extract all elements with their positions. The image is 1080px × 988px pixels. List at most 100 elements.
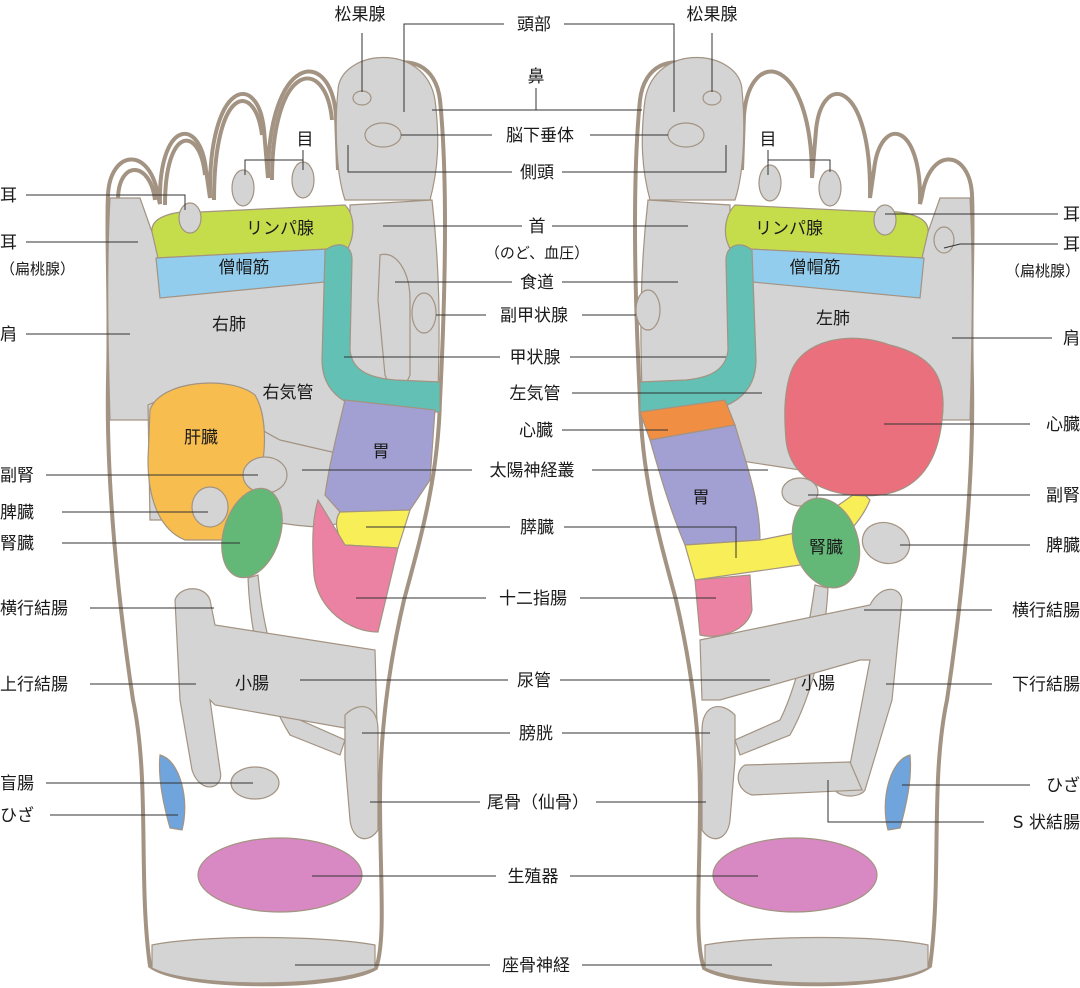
left-bladder-zone <box>344 706 379 840</box>
label-left-ascending-colon: 上行結腸 <box>0 675 68 695</box>
label-right-ear2: 耳 <box>1063 235 1080 255</box>
left-sciatic-zone <box>151 936 376 984</box>
right-inner-lung: 左肺 <box>816 309 850 329</box>
left-inner-lung: 右肺 <box>212 315 246 335</box>
label-right-transverse-colon: 横行結腸 <box>1012 601 1080 621</box>
label-neck-sub: （のど、血圧） <box>485 244 589 262</box>
right-pituitary-oval <box>667 122 705 148</box>
left-kidney-oval <box>221 487 283 579</box>
left-inner-small-intestine: 小腸 <box>235 674 269 694</box>
left-spleen-oval <box>191 486 229 528</box>
label-parathyroid: 副甲状腺 <box>500 306 568 326</box>
label-ureter: 尿管 <box>517 671 551 691</box>
right-inner-stomach: 胃 <box>693 488 710 508</box>
label-sciatic: 座骨神経 <box>502 956 570 976</box>
label-temple: 側頭 <box>520 163 554 183</box>
left-esophagus-zone <box>321 244 441 413</box>
label-left-eye: 目 <box>297 130 314 150</box>
label-left-knee: ひざ <box>0 805 34 826</box>
label-right-heart: 心臓 <box>1046 415 1080 435</box>
right-inner-lymph: リンパ腺 <box>755 219 823 239</box>
left-lymph-zone <box>151 204 354 259</box>
label-right-descending-colon: 下行結腸 <box>1012 675 1080 695</box>
left-inner-stomach: 胃 <box>373 442 390 462</box>
label-pituitary: 脳下垂体 <box>506 126 574 146</box>
right-pineal-dot <box>702 90 722 106</box>
label-right-eye: 目 <box>760 130 777 150</box>
right-ear-toe-dot <box>873 204 897 236</box>
label-left-bronchus: 左気管 <box>510 384 561 404</box>
label-nose: 鼻 <box>528 67 545 87</box>
label-right-shoulder: 肩 <box>1063 329 1080 349</box>
label-left-transverse-colon: 横行結腸 <box>0 599 68 619</box>
right-duodenum-zone <box>694 574 753 637</box>
right-bladder-zone <box>701 706 736 840</box>
label-genital: 生殖器 <box>508 867 559 887</box>
label-bladder: 膀胱 <box>519 724 553 744</box>
right-heart-zone <box>784 337 944 497</box>
left-genital-oval <box>197 837 363 913</box>
right-side-labels: 松果腺 目 耳 耳 （扁桃腺） 肩 心臓 副腎 脾臓 横行結腸 下行結腸 ひざ … <box>687 5 1080 833</box>
label-thyroid: 甲状腺 <box>510 348 561 368</box>
label-heart-center: 心臓 <box>519 421 553 441</box>
label-right-sigmoid-colon: S 状結腸 <box>1013 813 1080 833</box>
label-solar-plexus: 太陽神経叢 <box>490 461 575 481</box>
right-inner-kidney: 腎臓 <box>809 538 843 558</box>
right-sciatic-zone <box>704 936 929 984</box>
label-right-ear2-sub: （扁桃腺） <box>1005 262 1080 280</box>
label-right-spleen: 脾臓 <box>1046 536 1080 556</box>
label-left-ear2-sub: （扁桃腺） <box>0 260 75 278</box>
label-neck: 首 <box>529 217 546 237</box>
left-inner-lymph: リンパ腺 <box>246 219 314 239</box>
right-inner-trapezius: 僧帽筋 <box>790 258 841 278</box>
label-right-ear: 耳 <box>1063 205 1080 225</box>
label-right-pineal: 松果腺 <box>687 5 738 25</box>
right-knee-zone <box>884 754 912 831</box>
label-right-knee: ひざ <box>1046 775 1080 796</box>
left-pancreas-zone <box>335 509 411 549</box>
label-left-shoulder: 肩 <box>0 325 17 345</box>
left-inner-bronchus: 右気管 <box>263 383 314 403</box>
right-kidney-oval <box>791 497 861 589</box>
left-knee-zone <box>158 754 186 831</box>
right-sigmoid-zone <box>737 761 863 796</box>
right-eye-toe-dot-2 <box>818 169 842 207</box>
label-coccyx: 尾骨（仙骨） <box>487 793 589 813</box>
right-genital-oval <box>712 837 878 913</box>
left-eye-toe-dot-1 <box>231 169 255 207</box>
left-side-labels: 松果腺 目 耳 耳 （扁桃腺） 肩 副腎 脾臓 腎臓 横行結腸 上行結腸 盲腸 … <box>0 5 386 826</box>
left-pituitary-oval <box>364 122 402 148</box>
right-foot-inner-labels: リンパ腺 僧帽筋 左肺 胃 腎臓 小腸 <box>693 219 851 694</box>
center-labels: 頭部 鼻 脳下垂体 側頭 首 （のど、血圧） 食道 副甲状腺 甲状腺 左気管 心… <box>485 15 589 976</box>
left-inner-liver: 肝臓 <box>184 428 218 448</box>
label-left-pineal: 松果腺 <box>335 5 386 25</box>
right-inner-small-intestine: 小腸 <box>801 674 835 694</box>
right-eye-toe-dot-1 <box>758 164 782 202</box>
leader-lines <box>26 23 1058 966</box>
left-duodenum-zone <box>312 498 399 633</box>
right-intestine-zone <box>699 588 903 797</box>
left-foot <box>105 56 447 987</box>
right-esophagus-zone <box>639 244 757 413</box>
right-parathyroid-dot <box>635 289 661 331</box>
label-left-ear2: 耳 <box>0 233 17 253</box>
label-head: 頭部 <box>517 15 551 35</box>
label-left-ear: 耳 <box>0 186 17 206</box>
right-ear2-toe-dot <box>933 226 955 254</box>
left-parathyroid-dot <box>411 292 437 334</box>
label-left-adrenal: 副腎 <box>0 466 34 486</box>
left-inner-trapezius: 僧帽筋 <box>219 258 270 278</box>
label-left-spleen: 脾臓 <box>0 503 34 523</box>
label-left-kidney: 腎臓 <box>0 534 34 554</box>
label-pancreas: 膵臓 <box>520 518 554 538</box>
left-pineal-dot <box>352 90 372 106</box>
label-right-adrenal: 副腎 <box>1046 486 1080 506</box>
right-adrenal-oval <box>781 477 819 507</box>
left-toe-outline <box>116 76 334 206</box>
label-left-cecum: 盲腸 <box>0 774 34 794</box>
left-foot-inner-labels: リンパ腺 僧帽筋 右肺 右気管 肝臓 胃 小腸 <box>184 219 390 694</box>
right-foot <box>633 56 975 987</box>
label-duodenum: 十二指腸 <box>499 589 567 609</box>
left-ear-toe-dot <box>178 202 202 234</box>
